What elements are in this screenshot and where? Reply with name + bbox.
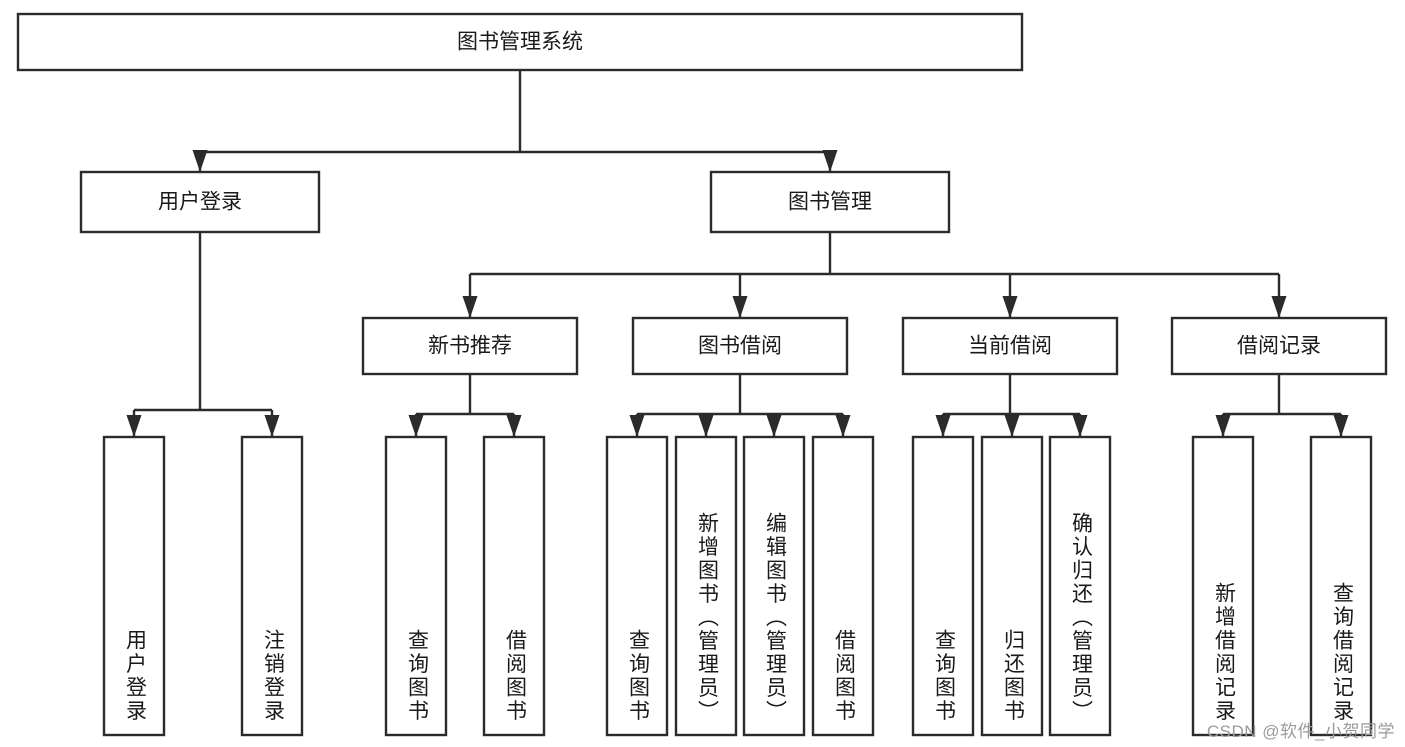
- node-label-new-book-recommend: 新书推荐: [428, 335, 512, 358]
- node-box-leaf-confirm-return[interactable]: [1048, 435, 1112, 737]
- arrow-head-icon: [629, 415, 645, 437]
- connectors-layer: [126, 70, 1349, 437]
- arrow-head-icon: [126, 415, 142, 437]
- arrow-head-icon: [822, 150, 838, 172]
- node-box-new-book-recommend[interactable]: [361, 316, 579, 376]
- node-box-leaf-borrow-book[interactable]: [811, 435, 875, 737]
- node-box-borrow-records[interactable]: [1170, 316, 1388, 376]
- node-box-leaf-add-borrow-record[interactable]: [1191, 435, 1255, 737]
- node-box-book-borrow[interactable]: [631, 316, 849, 376]
- arrow-head-icon: [766, 415, 782, 437]
- node-label-book-borrow: 图书借阅: [698, 335, 782, 358]
- arrow-head-icon: [698, 415, 714, 437]
- node-box-user-login[interactable]: [79, 170, 321, 234]
- node-box-leaf-query-book-borrow[interactable]: [605, 435, 669, 737]
- watermark-text: CSDN @软件_小贺同学: [1206, 722, 1395, 741]
- arrow-head-icon: [264, 415, 280, 437]
- arrow-head-icon: [1271, 296, 1287, 318]
- node-label-book-management: 图书管理: [788, 191, 872, 214]
- node-label-user-login: 用户登录: [158, 191, 242, 214]
- node-box-leaf-edit-book[interactable]: [742, 435, 806, 737]
- arrow-head-icon: [462, 296, 478, 318]
- arrow-head-icon: [1215, 415, 1231, 437]
- arrow-head-icon: [408, 415, 424, 437]
- node-box-leaf-logout[interactable]: [240, 435, 304, 737]
- arrow-head-icon: [1004, 415, 1020, 437]
- arrow-head-icon: [506, 415, 522, 437]
- node-box-book-management[interactable]: [709, 170, 951, 234]
- node-box-leaf-borrow-book-recommend[interactable]: [482, 435, 546, 737]
- arrow-head-icon: [1072, 415, 1088, 437]
- node-box-leaf-query-book-recommend[interactable]: [384, 435, 448, 737]
- node-box-current-borrow[interactable]: [901, 316, 1119, 376]
- boxes-layer: [16, 12, 1388, 737]
- arrow-head-icon: [1002, 296, 1018, 318]
- arrow-head-icon: [835, 415, 851, 437]
- node-box-leaf-return-book[interactable]: [980, 435, 1044, 737]
- node-label-root: 图书管理系统: [457, 31, 583, 54]
- node-box-root[interactable]: [16, 12, 1024, 72]
- arrow-head-icon: [935, 415, 951, 437]
- node-box-leaf-user-login[interactable]: [102, 435, 166, 737]
- node-box-leaf-add-book[interactable]: [674, 435, 738, 737]
- arrow-head-icon: [192, 150, 208, 172]
- arrow-head-icon: [1333, 415, 1349, 437]
- node-box-leaf-query-book-current[interactable]: [911, 435, 975, 737]
- node-label-current-borrow: 当前借阅: [968, 335, 1052, 358]
- node-box-leaf-query-borrow-record[interactable]: [1309, 435, 1373, 737]
- node-label-borrow-records: 借阅记录: [1237, 335, 1321, 358]
- arrow-head-icon: [732, 296, 748, 318]
